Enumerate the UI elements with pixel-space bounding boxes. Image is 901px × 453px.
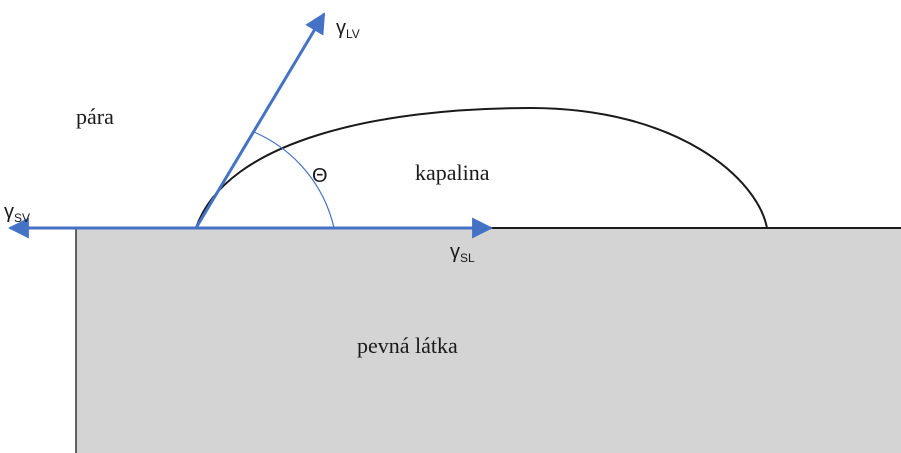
droplet-outline <box>195 106 768 229</box>
gamma-sv-subscript: SV <box>14 211 30 225</box>
solid-label: pevná látka <box>357 333 458 358</box>
gamma-lv-subscript: LV <box>346 27 360 41</box>
gamma-sl-symbol: γ <box>450 241 460 263</box>
contact-angle-arc <box>253 131 335 229</box>
gamma-sv-symbol: γ <box>4 201 14 223</box>
gamma-sl-label: γSL <box>450 241 475 265</box>
gamma-lv-symbol: γ <box>336 17 346 39</box>
angle-theta-label: Θ <box>312 165 328 187</box>
gamma-sv-label: γSV <box>4 201 30 225</box>
gamma-sl-subscript: SL <box>460 251 475 265</box>
solid-substrate <box>76 228 901 453</box>
liquid-label: kapalina <box>415 160 490 185</box>
gamma-lv-arrow <box>194 12 326 229</box>
gamma-lv-label: γLV <box>336 17 360 41</box>
vapor-label: pára <box>76 104 114 129</box>
